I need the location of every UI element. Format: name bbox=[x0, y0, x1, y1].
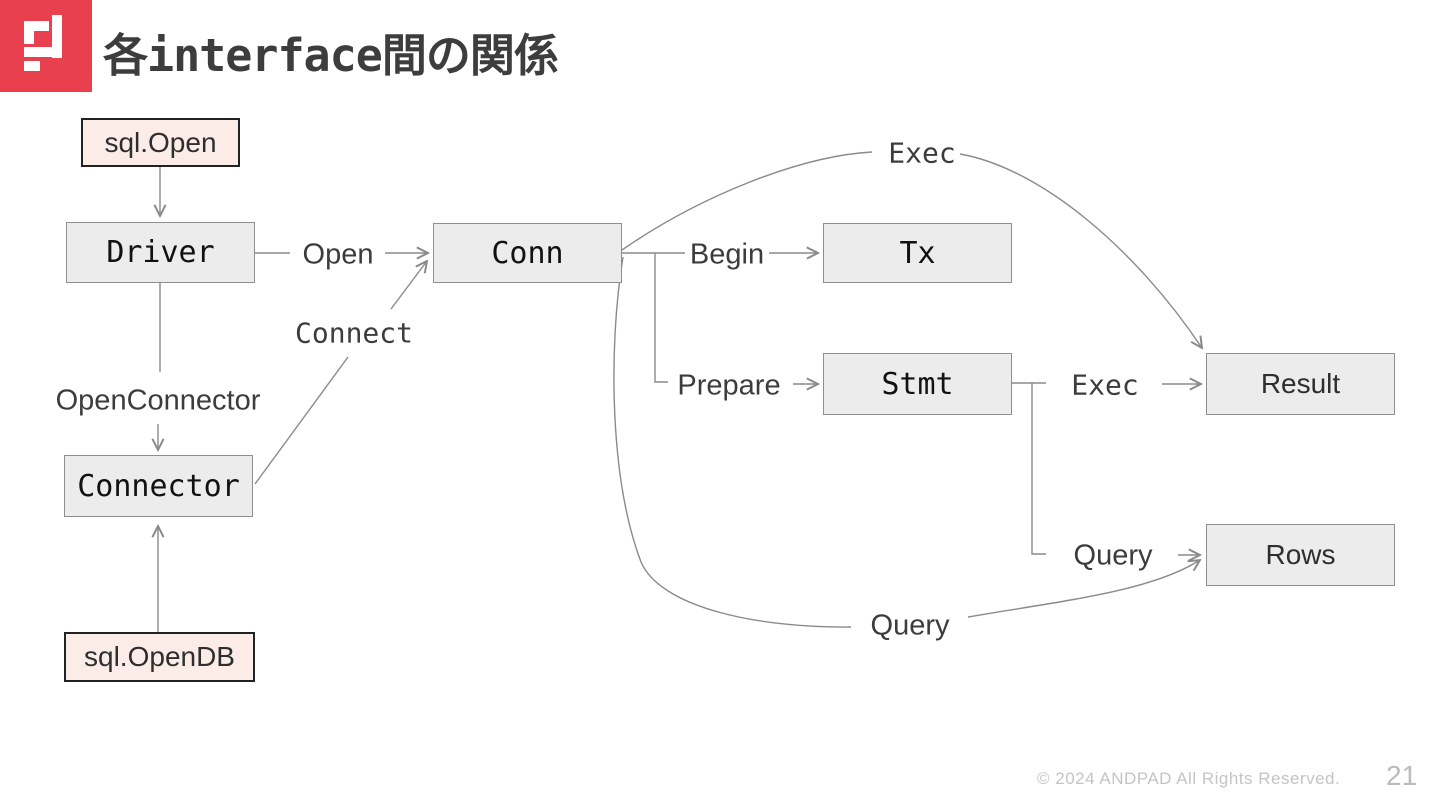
node-result-label: Result bbox=[1260, 368, 1341, 399]
node-connector-label: Connector bbox=[77, 468, 240, 504]
node-driver-label: Driver bbox=[106, 235, 215, 270]
edge-label-exec-conn: Exec bbox=[888, 136, 956, 170]
node-stmt: Stmt bbox=[823, 353, 1012, 415]
copyright-text: © 2024 ANDPAD All Rights Reserved. bbox=[1037, 769, 1341, 788]
edge-label-prepare: Prepare bbox=[677, 369, 781, 402]
node-sql-opendb: sql.OpenDB bbox=[64, 632, 255, 682]
node-conn: Conn bbox=[433, 223, 622, 283]
andpad-logo-icon bbox=[0, 0, 92, 92]
node-tx-label: Tx bbox=[899, 235, 936, 271]
node-connector: Connector bbox=[64, 455, 253, 517]
andpad-logo-mark bbox=[24, 15, 62, 71]
page-number: 21 bbox=[1386, 760, 1418, 791]
node-result: Result bbox=[1206, 353, 1395, 415]
edge-conn-query-curve bbox=[613, 256, 852, 628]
edge-label-exec-stmt: Exec bbox=[1071, 368, 1139, 402]
node-rows-label: Rows bbox=[1265, 539, 1336, 570]
edge-exec-result-curve bbox=[959, 153, 1202, 348]
edge-connect-conn bbox=[390, 261, 427, 310]
edge-conn-prepare-elbow bbox=[654, 253, 668, 383]
edge-query-rows-curve bbox=[967, 560, 1200, 618]
node-sql-opendb-label: sql.OpenDB bbox=[84, 641, 235, 672]
page-title: 各interface間の関係 bbox=[103, 29, 559, 82]
node-sql-open: sql.Open bbox=[81, 118, 240, 167]
edge-label-connect: Connect bbox=[294, 316, 414, 350]
edge-label-query-stmt: Query bbox=[1073, 539, 1153, 572]
edge-label-query-conn: Query bbox=[870, 609, 950, 642]
edge-label-begin: Begin bbox=[689, 238, 765, 271]
edge-connector-connect bbox=[254, 356, 349, 485]
node-stmt-label: Stmt bbox=[881, 366, 954, 402]
node-conn-label: Conn bbox=[491, 235, 564, 271]
edge-stmt-query-elbow bbox=[1031, 383, 1046, 555]
edge-label-open: Open bbox=[302, 238, 374, 271]
node-sql-open-label: sql.Open bbox=[104, 126, 217, 158]
edge-label-openconnector: OpenConnector bbox=[55, 384, 261, 417]
node-tx: Tx bbox=[823, 223, 1012, 283]
node-rows: Rows bbox=[1206, 524, 1395, 586]
node-driver: Driver bbox=[66, 222, 255, 283]
edge-conn-exec-curve bbox=[621, 151, 873, 251]
